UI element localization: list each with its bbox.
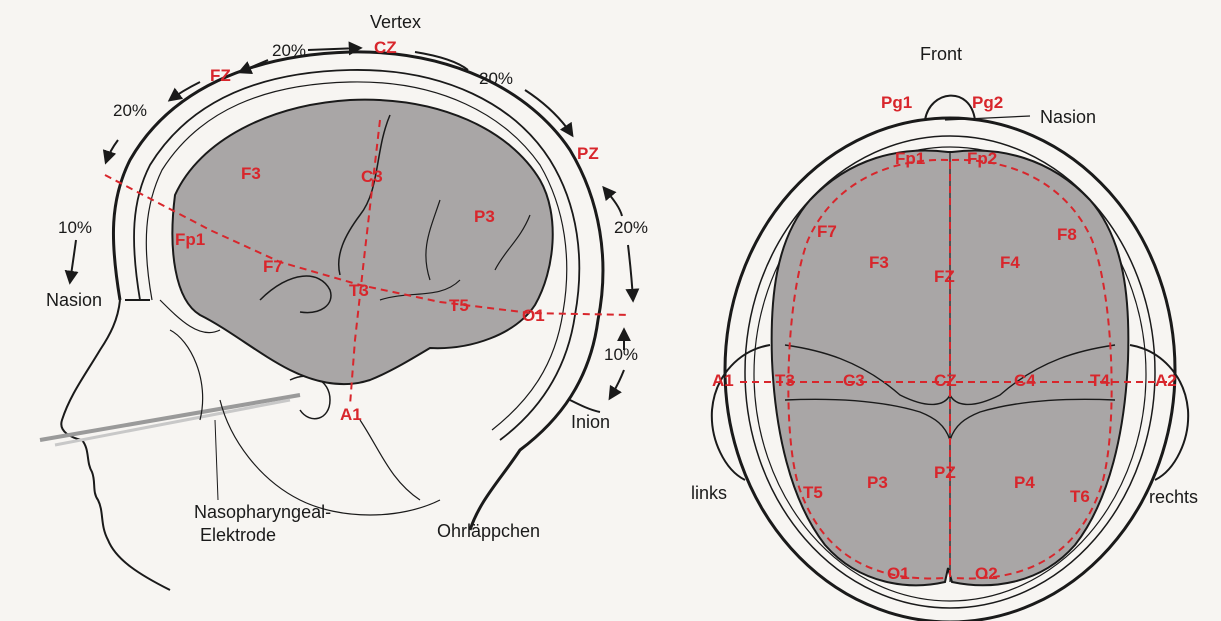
top-electrode-o1: O1 (887, 565, 910, 582)
top-electrode-f8: F8 (1057, 226, 1077, 243)
ohrlaeppchen-label: Ohrläppchen (437, 522, 540, 540)
pct-label-cz-pz: 20% (479, 70, 513, 87)
pct-label-pz-o1: 20% (614, 219, 648, 236)
top-electrode-t5: T5 (803, 484, 823, 501)
side-electrode-f7: F7 (263, 258, 283, 275)
side-electrode-cz: CZ (374, 39, 397, 56)
side-electrode-fp1: Fp1 (175, 231, 205, 248)
side-electrode-p3: P3 (474, 208, 495, 225)
top-electrode-f3: F3 (869, 254, 889, 271)
top-nasion-label: Nasion (1040, 108, 1096, 126)
side-electrode-a1: A1 (340, 406, 362, 423)
top-electrode-cz: CZ (934, 372, 957, 389)
top-electrode-p3: P3 (867, 474, 888, 491)
side-electrode-c3: C3 (361, 168, 383, 185)
top-electrode-p4: P4 (1014, 474, 1035, 491)
inion-label: Inion (571, 413, 610, 431)
top-electrode-c3: C3 (843, 372, 865, 389)
pct-label-nasion-fp1: 10% (58, 219, 92, 236)
pct-label-fp1-fz: 20% (113, 102, 147, 119)
rechts-label: rechts (1149, 488, 1198, 506)
side-electrode-o1: O1 (522, 307, 545, 324)
top-electrode-a2: A2 (1155, 372, 1177, 389)
top-electrode-fz: FZ (934, 268, 955, 285)
side-electrode-fz: FZ (210, 67, 231, 84)
side-electrode-f3: F3 (241, 165, 261, 182)
side-nasion-label: Nasion (46, 291, 102, 309)
top-electrode-fp2: Fp2 (967, 150, 997, 167)
vertex-label: Vertex (370, 13, 421, 31)
naso-electrode-label-2: Elektrode (200, 526, 276, 544)
top-electrode-t3: T3 (775, 372, 795, 389)
top-electrode-c4: C4 (1014, 372, 1036, 389)
side-electrode-t5: T5 (449, 297, 469, 314)
top-electrode-f7: F7 (817, 223, 837, 240)
links-label: links (691, 484, 727, 502)
top-electrode-f4: F4 (1000, 254, 1020, 271)
top-electrode-t4: T4 (1090, 372, 1110, 389)
top-electrode-pz: PZ (934, 464, 956, 481)
front-label: Front (920, 45, 962, 63)
top-electrode-pg2: Pg2 (972, 94, 1003, 111)
top-electrode-t6: T6 (1070, 488, 1090, 505)
top-electrode-fp1: Fp1 (895, 150, 925, 167)
pct-label-fz-cz: 20% (272, 42, 306, 59)
top-electrode-pg1: Pg1 (881, 94, 912, 111)
side-electrode-pz: PZ (577, 145, 599, 162)
naso-electrode-label-1: Nasopharyngeal- (194, 503, 331, 521)
top-electrode-a1: A1 (712, 372, 734, 389)
side-electrode-t3: T3 (349, 282, 369, 299)
pct-label-o1-inion: 10% (604, 346, 638, 363)
top-electrode-o2: O2 (975, 565, 998, 582)
